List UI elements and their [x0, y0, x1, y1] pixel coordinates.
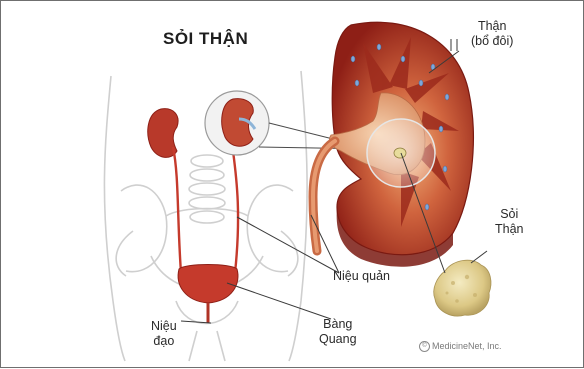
- credit-text: MedicineNet, Inc.: [432, 341, 502, 351]
- stone-in-kidney: [394, 148, 406, 158]
- kidney-stone-large: [434, 251, 491, 316]
- label-stone-line1: Sỏi: [495, 207, 524, 222]
- large-kidney-bisected: [313, 22, 473, 267]
- page-title: SỎI THẬN: [163, 29, 248, 49]
- label-stone-line2: Thận: [495, 222, 524, 237]
- label-bladder-line2: Quang: [319, 332, 357, 347]
- stone-label-leader: [471, 251, 487, 263]
- credit-line: ©MedicineNet, Inc.: [419, 341, 502, 352]
- label-urethra-line1: Niệu: [151, 319, 177, 334]
- label-ureter: Niệu quản: [333, 269, 390, 284]
- label-kidney-bisected: Thận (bổ đôi): [471, 19, 513, 49]
- label-urethra-line2: đạo: [151, 334, 177, 349]
- magnifier-small: [205, 91, 269, 155]
- label-kidney-line1: Thận: [471, 19, 513, 34]
- label-bladder-line1: Bàng: [319, 317, 357, 332]
- copyright-icon: ©: [419, 341, 430, 352]
- label-kidney-stone: Sỏi Thận: [495, 207, 524, 237]
- label-bladder: Bàng Quang: [319, 317, 357, 347]
- label-urethra: Niệu đạo: [151, 319, 177, 349]
- ureter-right: [233, 151, 238, 273]
- label-kidney-line2: (bổ đôi): [471, 34, 513, 49]
